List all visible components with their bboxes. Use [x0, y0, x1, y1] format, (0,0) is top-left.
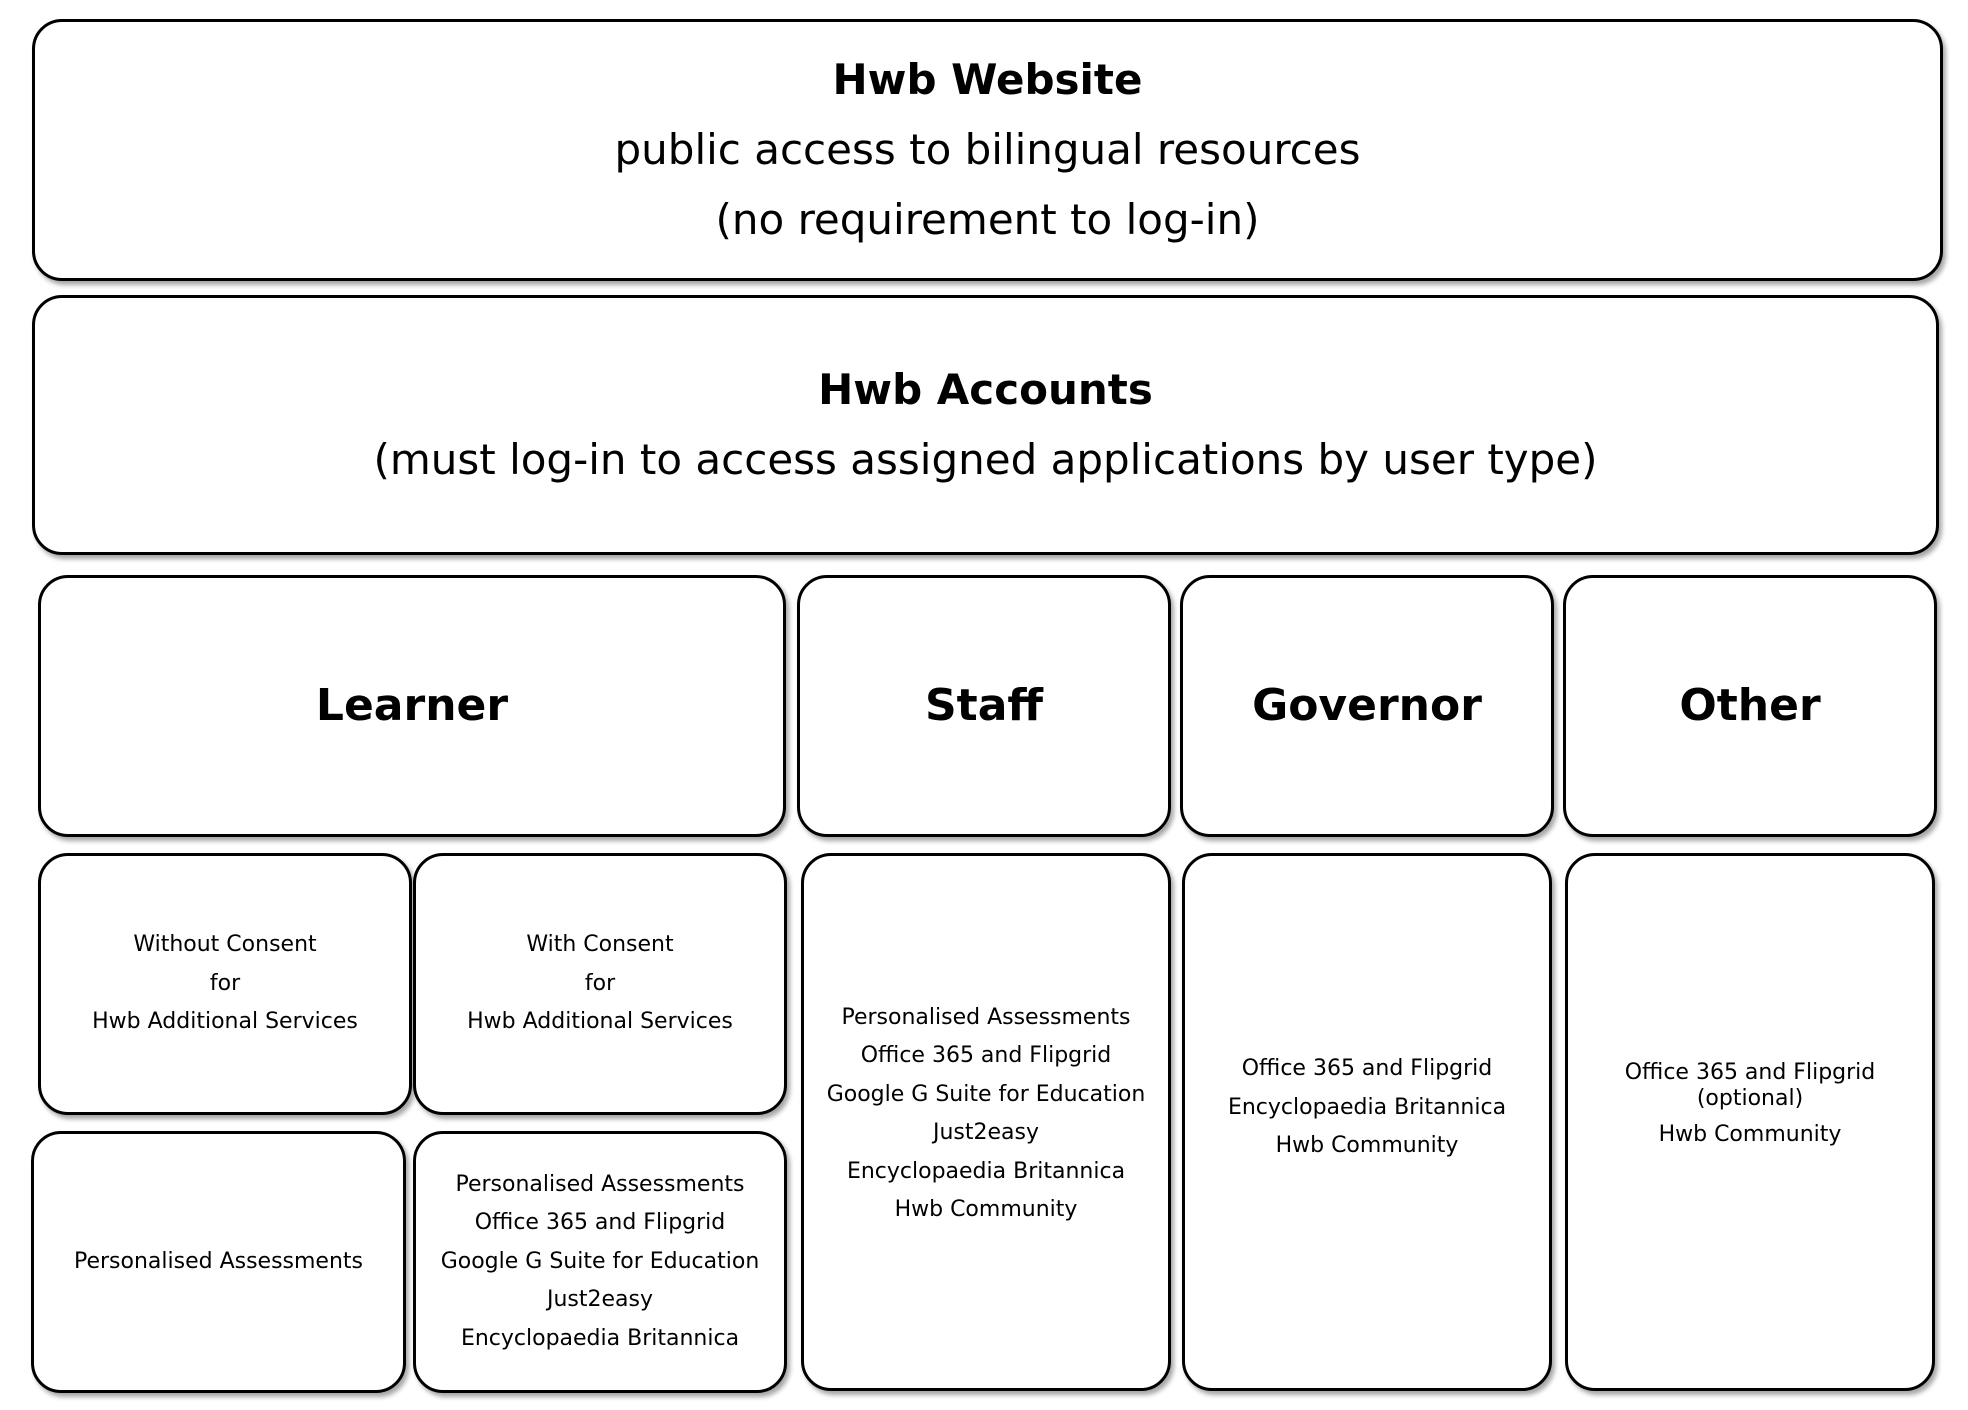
- without-consent-line-1: Without Consent: [133, 932, 317, 958]
- governor-apps-box: Office 365 and Flipgrid Encyclopaedia Br…: [1182, 853, 1552, 1391]
- learner-with-consent-box: With Consent for Hwb Additional Services: [413, 853, 787, 1115]
- hwb-website-box: Hwb Website public access to bilingual r…: [32, 19, 1943, 281]
- role-governor-box: Governor: [1180, 575, 1554, 837]
- app-item: Hwb Community: [1275, 1133, 1459, 1159]
- app-item: Personalised Assessments: [455, 1171, 745, 1197]
- role-learner-box: Learner: [38, 575, 786, 837]
- governor-apps-list: Office 365 and Flipgrid Encyclopaedia Br…: [1228, 1050, 1506, 1166]
- app-item: Hwb Community: [894, 1197, 1078, 1222]
- app-item: Just2easy: [932, 1120, 1039, 1145]
- hwb-accounts-box: Hwb Accounts (must log-in to access assi…: [32, 295, 1939, 555]
- role-staff-title: Staff: [924, 680, 1044, 731]
- app-item: Encyclopaedia Britannica: [846, 1158, 1126, 1184]
- role-other-title: Other: [1679, 680, 1821, 731]
- staff-apps-box: Personalised Assessments Office 365 and …: [801, 853, 1171, 1391]
- hwb-website-title: Hwb Website: [832, 55, 1143, 104]
- app-item: Office 365 and Flipgrid: [1624, 1059, 1876, 1085]
- learner-with-consent-text: With Consent for Hwb Additional Services: [467, 926, 733, 1042]
- without-consent-line-3: Hwb Additional Services: [92, 1009, 358, 1035]
- app-item: Personalised Assessments: [73, 1248, 364, 1274]
- hwb-website-description: public access to bilingual resources: [614, 125, 1361, 174]
- other-apps-box: Office 365 and Flipgrid (optional) Hwb C…: [1565, 853, 1935, 1391]
- hwb-accounts-title: Hwb Accounts: [818, 365, 1153, 414]
- app-item: Encyclopaedia Britannica: [1227, 1094, 1507, 1120]
- app-item-optional-note: (optional): [1696, 1085, 1804, 1111]
- app-item: Office 365 and Flipgrid: [1241, 1056, 1493, 1082]
- app-item: Personalised Assessments: [841, 1004, 1131, 1030]
- learner-without-consent-apps-box: Personalised Assessments: [31, 1131, 406, 1393]
- app-item: Just2easy: [546, 1287, 653, 1313]
- hwb-website-login-note: (no requirement to log-in): [715, 195, 1260, 244]
- learner-without-consent-box: Without Consent for Hwb Additional Servi…: [38, 853, 412, 1115]
- app-item: Encyclopaedia Britannica: [460, 1325, 740, 1351]
- without-consent-line-2: for: [209, 970, 241, 996]
- role-learner-title: Learner: [315, 680, 509, 731]
- role-staff-box: Staff: [797, 575, 1171, 837]
- app-item: Office 365 and Flipgrid: [474, 1210, 726, 1236]
- app-item: Office 365 and Flipgrid: [860, 1043, 1112, 1068]
- with-consent-line-2: for: [584, 970, 616, 996]
- other-apps-list: Office 365 and Flipgrid (optional) Hwb C…: [1625, 1060, 1876, 1155]
- app-item: Google G Suite for Education: [440, 1248, 760, 1274]
- learner-with-consent-apps-box: Personalised Assessments Office 365 and …: [413, 1131, 787, 1393]
- hwb-accounts-description: (must log-in to access assigned applicat…: [373, 435, 1598, 484]
- role-governor-title: Governor: [1252, 680, 1482, 731]
- learner-without-consent-text: Without Consent for Hwb Additional Servi…: [92, 926, 358, 1042]
- learner-with-consent-apps-list: Personalised Assessments Office 365 and …: [441, 1166, 760, 1359]
- app-item: Google G Suite for Education: [826, 1081, 1146, 1107]
- learner-without-consent-apps-list: Personalised Assessments: [74, 1243, 363, 1282]
- app-item: Hwb Community: [1658, 1121, 1842, 1147]
- staff-apps-list: Personalised Assessments Office 365 and …: [827, 999, 1146, 1230]
- with-consent-line-1: With Consent: [526, 932, 674, 958]
- with-consent-line-3: Hwb Additional Services: [467, 1009, 733, 1035]
- role-other-box: Other: [1563, 575, 1937, 837]
